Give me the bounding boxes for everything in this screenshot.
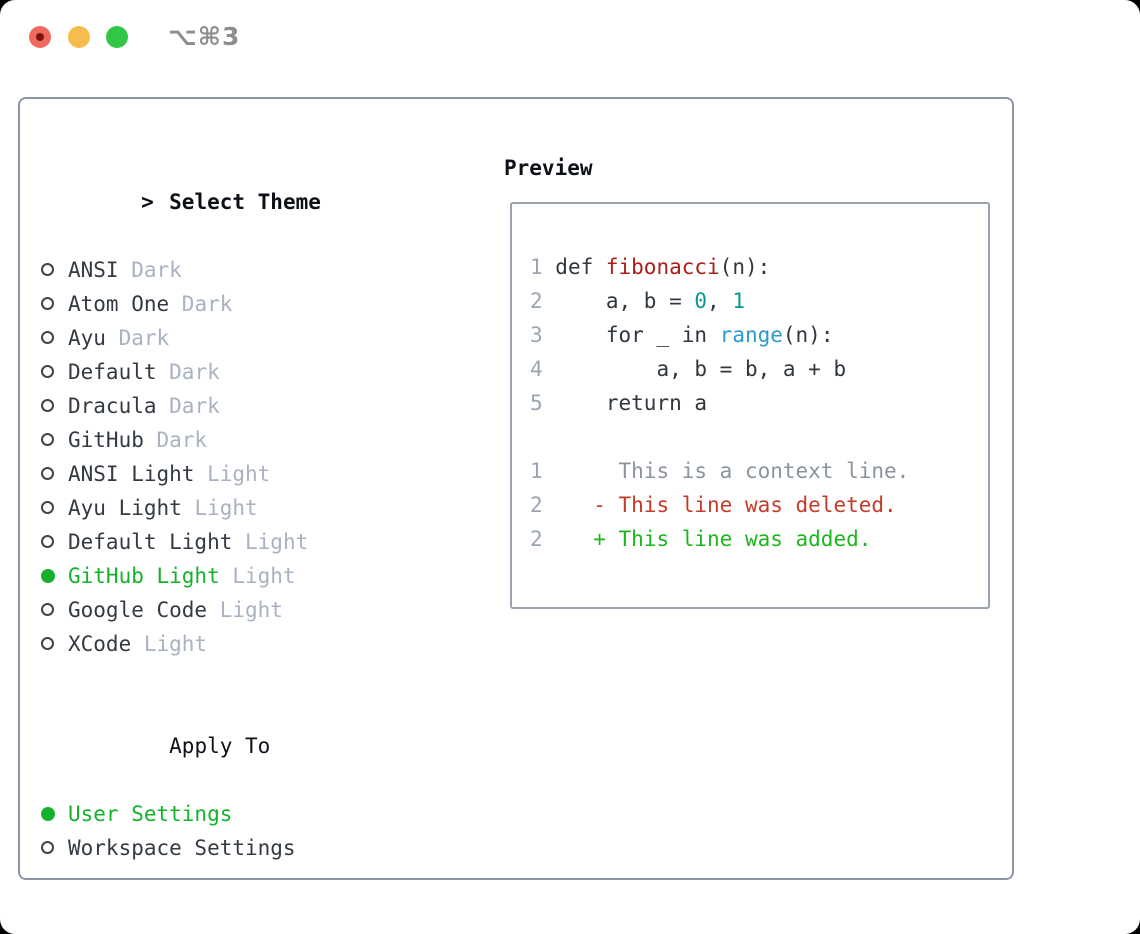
radio-icon — [41, 841, 54, 854]
radio-icon — [41, 501, 54, 514]
theme-variant-tag: Light — [219, 564, 296, 588]
theme-option-ansi[interactable]: ANSI Dark — [40, 253, 394, 287]
theme-option-label: Ayu — [68, 326, 106, 350]
radio-selected-icon — [41, 569, 55, 583]
select-theme-title: Select Theme — [169, 190, 321, 214]
code-line — [530, 420, 980, 454]
theme-option-google-code[interactable]: Google Code Light — [40, 593, 394, 627]
code-preview: 1 def fibonacci(n): 2 a, b = 0, 1 3 for _ … — [512, 204, 988, 556]
radio-icon — [41, 637, 54, 650]
radio-icon — [41, 467, 54, 480]
theme-variant-tag: Dark — [143, 428, 208, 452]
code-line: 5 return a — [530, 391, 708, 415]
theme-option-label: Google Code — [68, 598, 208, 622]
radio-icon — [41, 331, 54, 344]
theme-option-ansi-light[interactable]: ANSI Light Light — [40, 457, 394, 491]
code-line: 2 + This line was added. — [530, 527, 872, 551]
theme-option-ayu[interactable]: Ayu Dark — [40, 321, 394, 355]
zoom-button[interactable] — [106, 26, 128, 48]
select-theme-header: > Select Theme — [40, 151, 394, 253]
code-line: 2 a, b = 0, 1 — [530, 289, 745, 313]
theme-variant-tag: Light — [194, 462, 271, 486]
theme-variant-tag: Light — [181, 496, 258, 520]
theme-option-label: GitHub — [68, 428, 144, 452]
close-button[interactable] — [29, 26, 51, 48]
theme-option-label: XCode — [68, 632, 132, 656]
theme-variant-tag: Light — [232, 530, 309, 554]
theme-option-label: Ayu Light — [68, 496, 182, 520]
theme-variant-tag: Dark — [156, 360, 220, 384]
apply-to-title: Apply To — [169, 734, 271, 758]
radio-icon — [41, 535, 54, 548]
theme-option-default[interactable]: Default Dark — [40, 355, 394, 389]
theme-variant-tag: Light — [131, 632, 208, 656]
apply-option-label: User Settings — [68, 802, 233, 826]
radio-icon — [41, 433, 54, 446]
apply-option-workspace-settings[interactable]: Workspace Settings — [40, 831, 394, 865]
code-line: 3 for _ in range(n): — [530, 323, 834, 347]
code-line: 1 def fibonacci(n): — [530, 255, 771, 279]
minimize-button[interactable] — [68, 26, 90, 48]
theme-option-label: Default Light — [68, 530, 233, 554]
theme-option-label: Default — [68, 360, 157, 384]
window-shortcut-label: ⌥⌘3 — [168, 22, 241, 51]
apply-to-header: Apply To — [40, 695, 394, 797]
preview-column: Preview 1 def fibonacci(n): 2 a, b = 0, 1… — [504, 151, 990, 609]
theme-option-github-light[interactable]: GitHub Light Light — [40, 559, 394, 593]
code-line: 4 a, b = b, a + b — [530, 357, 847, 381]
apply-option-label: Workspace Settings — [68, 836, 296, 860]
radio-icon — [41, 297, 54, 310]
spacer — [40, 661, 394, 695]
radio-icon — [41, 365, 54, 378]
theme-option-label: Dracula — [68, 394, 157, 418]
code-line: 1 This is a context line. — [530, 459, 910, 483]
hint-text: (Use Enter to select, Tab to change focu… — [40, 899, 394, 934]
radio-icon — [41, 603, 54, 616]
radio-icon — [41, 263, 54, 276]
preview-box: 1 def fibonacci(n): 2 a, b = 0, 1 3 for _ … — [510, 202, 990, 609]
spacer — [40, 865, 394, 899]
theme-option-dracula[interactable]: Dracula Dark — [40, 389, 394, 423]
theme-option-label: GitHub Light — [68, 564, 220, 588]
theme-variant-tag: Dark — [156, 394, 220, 418]
theme-option-github[interactable]: GitHub Dark — [40, 423, 394, 457]
theme-option-xcode[interactable]: XCode Light — [40, 627, 394, 661]
prompt-caret-icon: > — [141, 190, 154, 214]
theme-variant-tag: Dark — [105, 326, 170, 350]
theme-variant-tag: Dark — [169, 292, 233, 316]
theme-variant-tag: Dark — [118, 258, 182, 282]
theme-option-label: Atom One — [68, 292, 170, 316]
apply-option-user-settings[interactable]: User Settings — [40, 797, 394, 831]
radio-selected-icon — [41, 807, 55, 821]
theme-option-ayu-light[interactable]: Ayu Light Light — [40, 491, 394, 525]
preview-title: Preview — [504, 156, 593, 180]
theme-option-default-light[interactable]: Default Light Light — [40, 525, 394, 559]
unsaved-changes-dot-icon — [36, 33, 44, 41]
theme-variant-tag: Light — [207, 598, 283, 622]
theme-option-label: ANSI Light — [68, 462, 195, 486]
theme-option-atom-one[interactable]: Atom One Dark — [40, 287, 394, 321]
radio-icon — [41, 399, 54, 412]
code-line: 2 - This line was deleted. — [530, 493, 897, 517]
titlebar: ⌥⌘3 — [0, 0, 1140, 75]
theme-option-label: ANSI — [68, 258, 119, 282]
